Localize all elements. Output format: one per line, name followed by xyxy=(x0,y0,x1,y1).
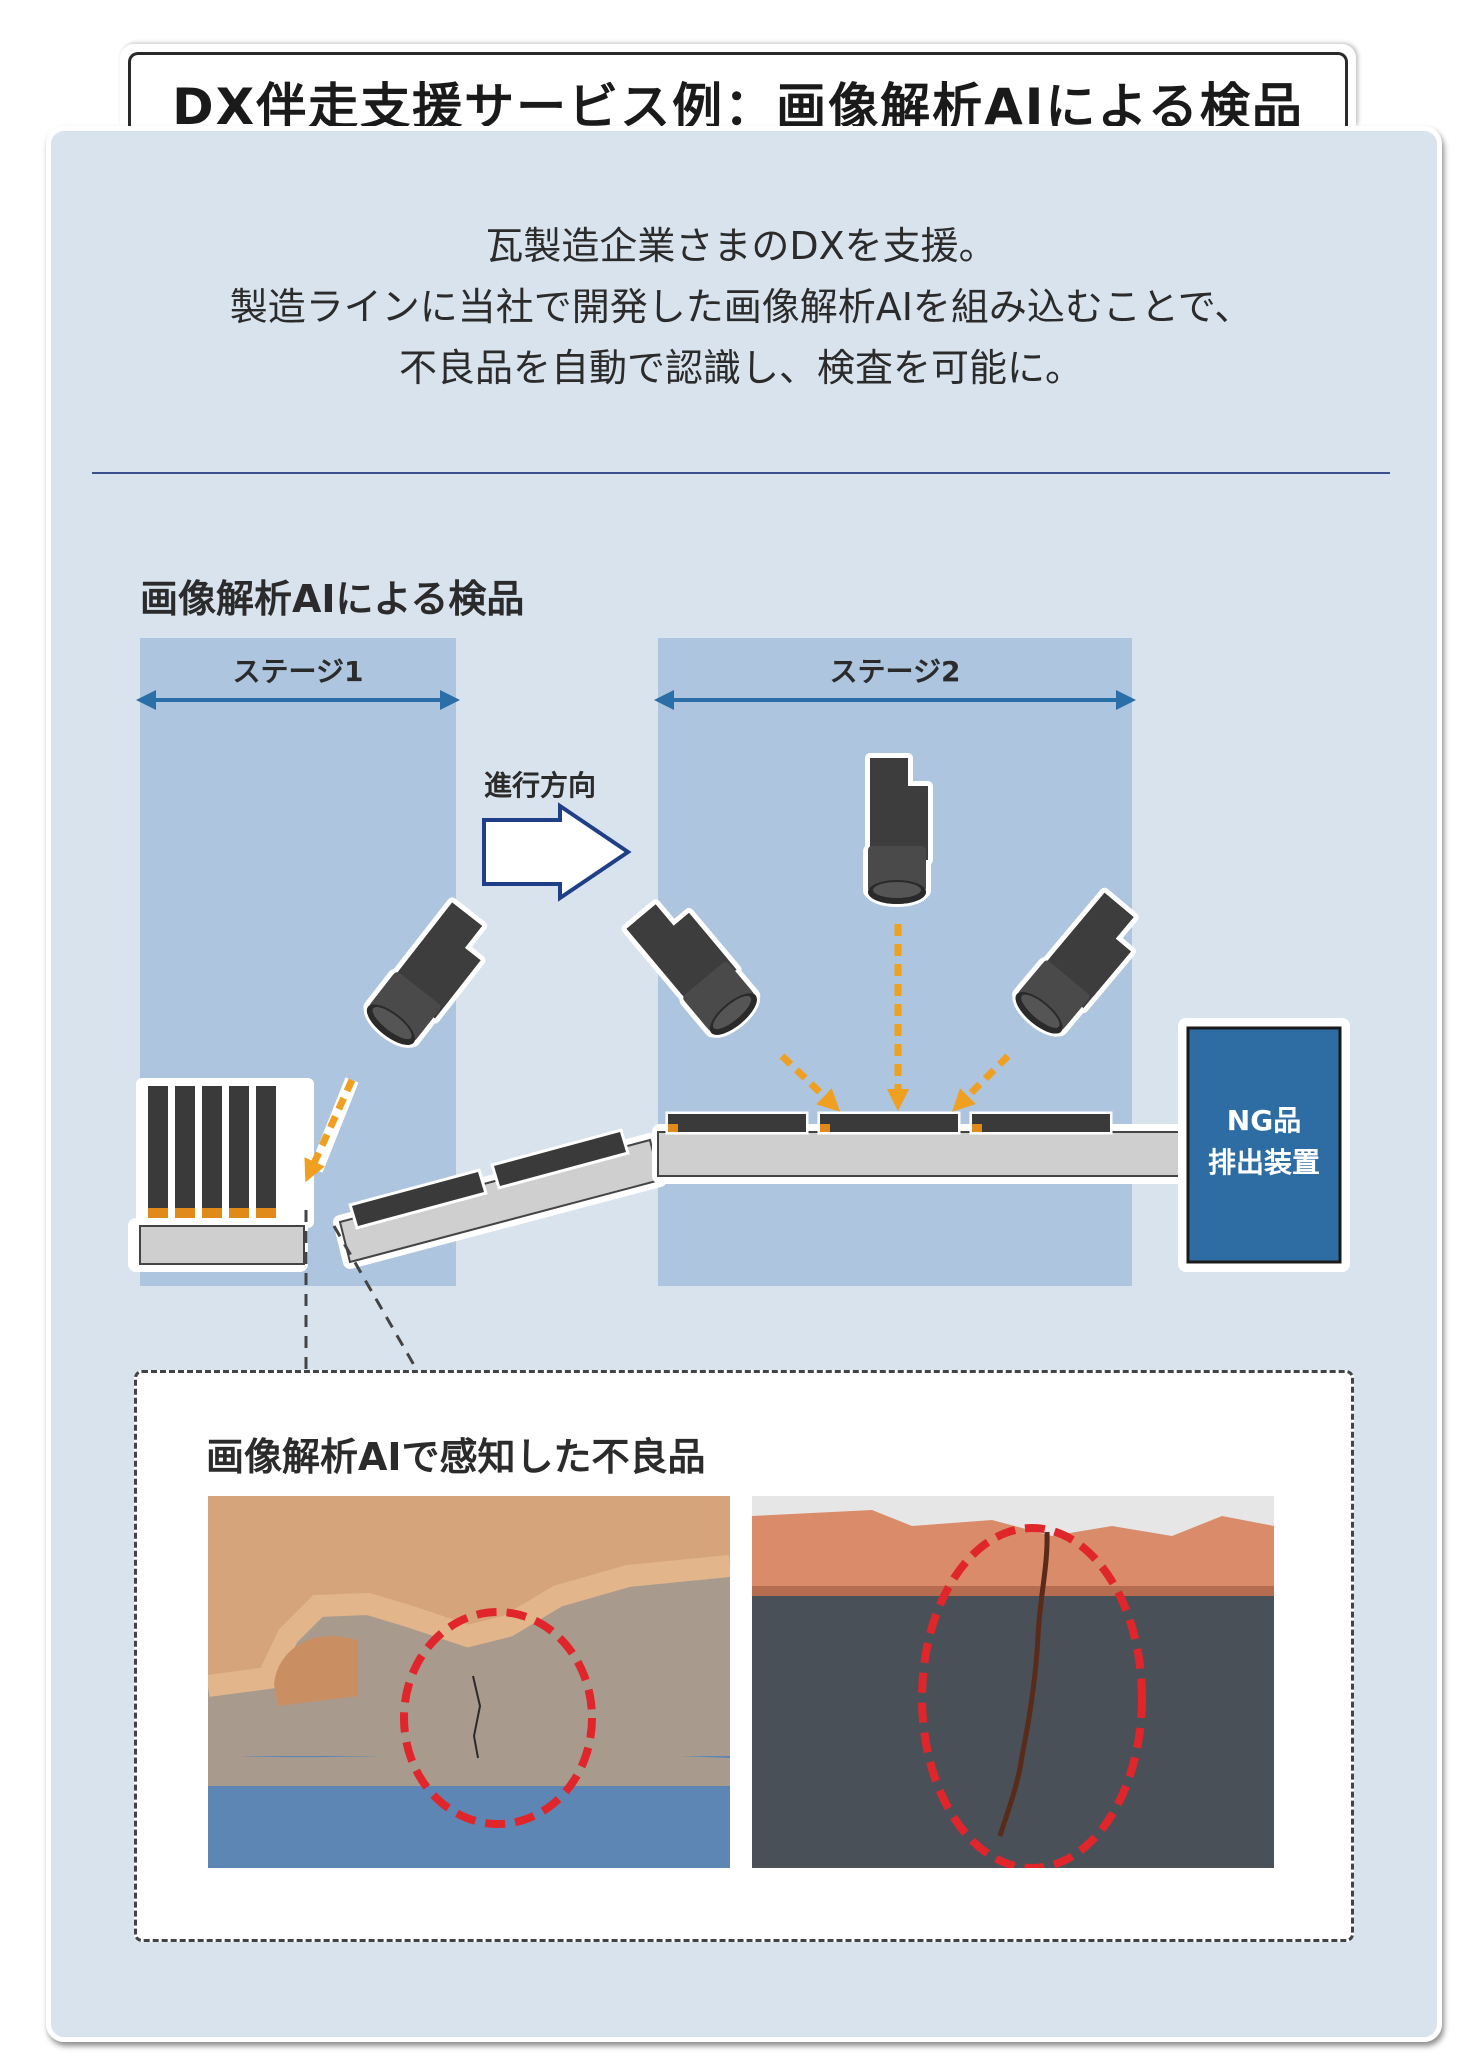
defects-title: 画像解析AIで感知した不良品 xyxy=(206,1435,706,1479)
defect-photo-crack xyxy=(752,1496,1274,1868)
defect-photo-chip xyxy=(208,1496,730,1868)
section-divider xyxy=(92,472,1390,474)
title-frame: DX伴走支援サービス例：画像解析AIによる検品 xyxy=(128,52,1348,136)
ng-device-label-line: 排出装置 xyxy=(1207,1146,1320,1179)
direction-label: 進行方向 xyxy=(484,769,597,802)
defect-circle xyxy=(918,1524,1146,1868)
intro-line: 瓦製造企業さまのDXを支援。 xyxy=(485,224,997,268)
stage1-label: ステージ1 xyxy=(232,655,364,688)
ng-device-label: NG品 排出装置 xyxy=(1188,1100,1340,1184)
intro-line: 製造ラインに当社で開発した画像解析AIを組み込むことで、 xyxy=(229,284,1253,329)
defect-circle xyxy=(400,1608,596,1828)
intro-line: 不良品を自動で認識し、検査を可能に。 xyxy=(398,345,1083,390)
diagram-title: 画像解析AIによる検品 xyxy=(140,577,525,621)
title-tab: DX伴走支援サービス例：画像解析AIによる検品 xyxy=(120,44,1356,136)
intro-text: 瓦製造企業さまのDXを支援。 製造ラインに当社で開発した画像解析AIを組み込むこ… xyxy=(60,216,1422,398)
stage2-label: ステージ2 xyxy=(829,655,961,688)
ng-device-label-line: NG品 xyxy=(1226,1104,1302,1137)
